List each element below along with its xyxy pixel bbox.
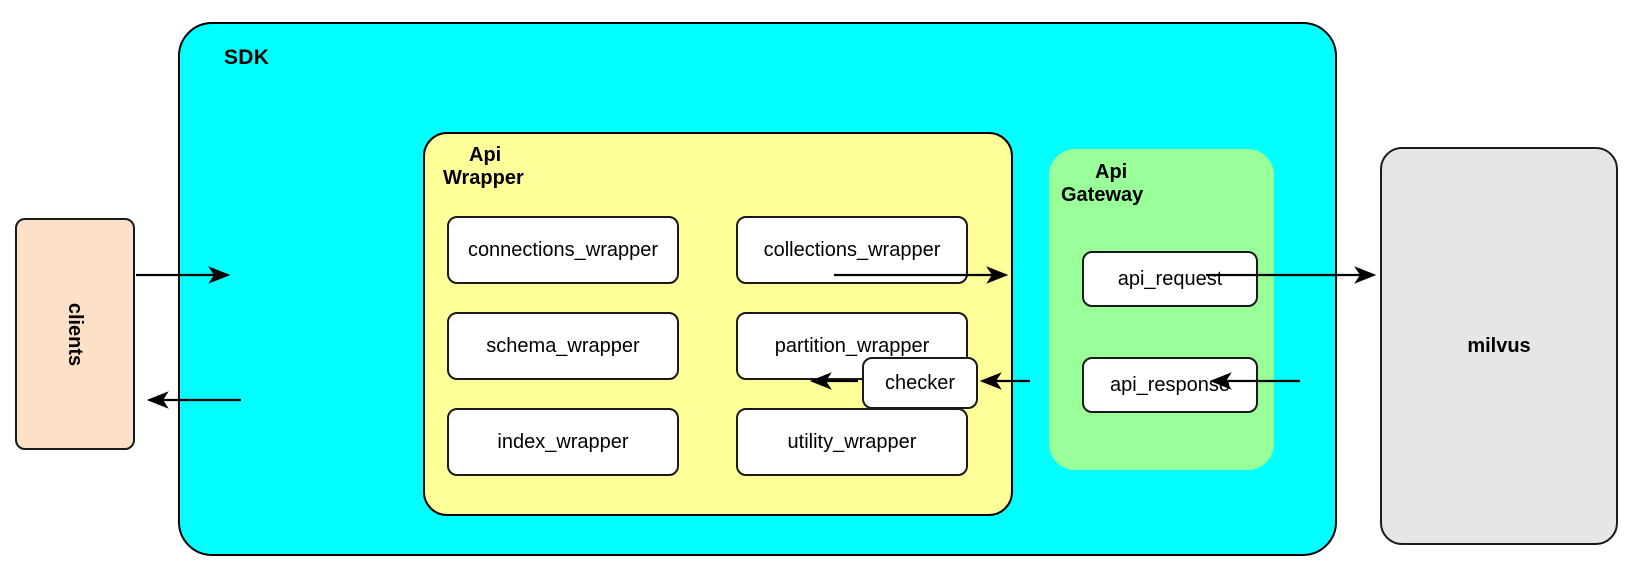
wrapper-cell-utility[interactable]: utility_wrapper	[736, 408, 968, 476]
sdk-label: SDK	[224, 46, 270, 69]
gateway-cell-label: api_request	[1117, 267, 1223, 290]
checker-box[interactable]: checker	[862, 357, 978, 409]
api-gateway-label-line2: Gateway	[1061, 183, 1144, 206]
api-wrapper-label: Api Wrapper	[443, 144, 583, 190]
wrapper-cell-label: partition_wrapper	[774, 334, 930, 357]
wrapper-cell-label: connections_wrapper	[467, 238, 659, 261]
wrapper-cell-schema[interactable]: schema_wrapper	[447, 312, 679, 380]
api-wrapper-container: Api Wrapper connections_wrapper collecti…	[423, 132, 1013, 516]
api-wrapper-label-line1: Api	[469, 144, 502, 166]
clients-box[interactable]: clients	[15, 218, 135, 450]
wrapper-cell-label: collections_wrapper	[763, 238, 941, 261]
gateway-cell-label: api_response	[1109, 373, 1231, 396]
wrapper-cell-label: utility_wrapper	[787, 430, 917, 453]
wrapper-cell-connections[interactable]: connections_wrapper	[447, 216, 679, 284]
clients-label: clients	[64, 302, 87, 366]
checker-label: checker	[884, 371, 956, 394]
wrapper-cell-index[interactable]: index_wrapper	[447, 408, 679, 476]
api-gateway-label-line1: Api	[1095, 161, 1128, 183]
milvus-box[interactable]: milvus	[1380, 147, 1618, 545]
wrapper-cell-label: index_wrapper	[497, 430, 629, 453]
sdk-container: SDK Api Wrapper connections_wrapper coll…	[178, 22, 1337, 556]
api-gateway-container: Api Gateway api_request api_response	[1049, 149, 1274, 470]
milvus-label: milvus	[1467, 334, 1531, 357]
api-wrapper-label-line2: Wrapper	[443, 166, 524, 189]
wrapper-cell-partition[interactable]: partition_wrapper	[736, 312, 968, 380]
gateway-cell-api-request[interactable]: api_request	[1082, 251, 1258, 307]
api-gateway-label: Api Gateway	[1061, 161, 1211, 207]
gateway-cell-api-response[interactable]: api_response	[1082, 357, 1258, 413]
wrapper-cell-label: schema_wrapper	[486, 334, 640, 357]
wrapper-cell-collections[interactable]: collections_wrapper	[736, 216, 968, 284]
